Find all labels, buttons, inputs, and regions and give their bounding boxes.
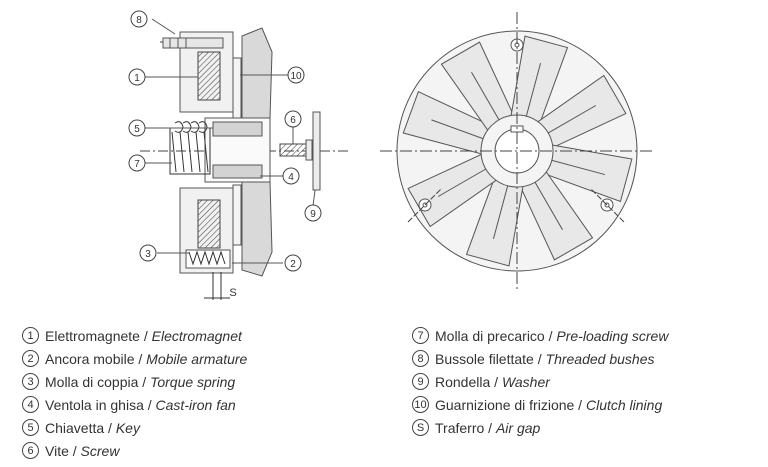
legend-italian: Ventola in ghisa xyxy=(45,396,144,413)
legend-item: 6 Vite / Screw xyxy=(22,439,247,462)
callout-8-label: 8 xyxy=(136,15,142,26)
callout-4 xyxy=(282,167,300,185)
legend-number: 7 xyxy=(412,327,429,344)
legend-number: S xyxy=(412,419,429,436)
legend-number: 8 xyxy=(412,350,429,367)
legend-english: Electromagnet xyxy=(151,327,242,344)
legend-number: 3 xyxy=(22,373,39,390)
callout-6 xyxy=(284,110,302,128)
callout-10-label: 10 xyxy=(290,71,302,82)
legend-italian: Elettromagnete xyxy=(45,327,140,344)
legend-english: Air gap xyxy=(495,419,541,436)
legend-number: 1 xyxy=(22,327,39,344)
legend-item: 5 Chiavetta / Key xyxy=(22,416,247,439)
callout-7-label: 7 xyxy=(134,159,140,170)
legend-italian: Guarnizione di frizione xyxy=(435,396,575,413)
screw-shape xyxy=(279,143,309,157)
legend-number: 10 xyxy=(412,396,429,413)
clutch-technical-diagram: 8 1 10 5 7 6 4 9 3 2 S xyxy=(128,10,655,300)
legend-english: Cast-iron fan xyxy=(155,396,236,413)
legend-italian: Molla di precarico xyxy=(435,327,545,344)
legend-item: 3 Molla di coppia / Torque spring xyxy=(22,370,247,393)
legend-english: Key xyxy=(115,419,140,436)
legend-left: 1 Elettromagnete / Electromagnet 2 Ancor… xyxy=(22,324,247,462)
legend-number: 5 xyxy=(22,419,39,436)
callout-2-label: 2 xyxy=(290,259,296,270)
callout-7 xyxy=(128,154,146,172)
legend-italian: Bussole filettate xyxy=(435,350,534,367)
legend-english: Mobile armature xyxy=(146,350,248,367)
callout-10 xyxy=(287,66,305,84)
legend-english: Torque spring xyxy=(150,373,236,390)
legend-right: 7 Molla di precarico / Pre-loading screw… xyxy=(412,324,668,439)
callout-8 xyxy=(130,10,148,28)
torque-spring-shape xyxy=(188,250,226,266)
callout-9-label: 9 xyxy=(310,209,316,220)
legend-number: 2 xyxy=(22,350,39,367)
callouts xyxy=(128,10,322,272)
legend-item: S Traferro / Air gap xyxy=(412,416,668,439)
legend-number: 9 xyxy=(412,373,429,390)
legend-item: 4 Ventola in ghisa / Cast-iron fan xyxy=(22,393,247,416)
legend-number: 4 xyxy=(22,396,39,413)
legend-english: Pre-loading screw xyxy=(556,327,669,344)
legend-english: Washer xyxy=(501,373,550,390)
legend-item: 10 Guarnizione di frizione / Clutch lini… xyxy=(412,393,668,416)
legend-italian: Molla di coppia xyxy=(45,373,139,390)
callout-3-label: 3 xyxy=(145,249,151,260)
legend-italian: Vite xyxy=(45,442,69,459)
legend-italian: Chiavetta xyxy=(45,419,105,436)
callout-1 xyxy=(128,68,146,86)
callout-3 xyxy=(139,244,157,262)
air-gap-label: S xyxy=(229,287,236,299)
electromagnet-coil-upper xyxy=(197,51,221,101)
callout-1-label: 1 xyxy=(134,73,140,84)
callout-4-label: 4 xyxy=(288,172,294,183)
legend-item: 8 Bussole filettate / Threaded bushes xyxy=(412,347,668,370)
front-view xyxy=(380,12,655,290)
callout-9 xyxy=(304,204,322,222)
legend-item: 9 Rondella / Washer xyxy=(412,370,668,393)
legend-italian: Rondella xyxy=(435,373,491,390)
callout-5 xyxy=(128,119,146,137)
legend-italian: Traferro xyxy=(435,419,485,436)
section-view xyxy=(140,18,350,300)
legend-english: Clutch lining xyxy=(585,396,663,413)
legend-item: 7 Molla di precarico / Pre-loading screw xyxy=(412,324,668,347)
legend-item: 1 Elettromagnete / Electromagnet xyxy=(22,324,247,347)
electromagnet-coil-lower xyxy=(197,199,221,249)
callout-5-label: 5 xyxy=(134,124,140,135)
callout-2 xyxy=(284,254,302,272)
legend-italian: Ancora mobile xyxy=(45,350,135,367)
legend-english: Threaded bushes xyxy=(545,350,655,367)
callout-6-label: 6 xyxy=(290,115,296,126)
legend-item: 2 Ancora mobile / Mobile armature xyxy=(22,347,247,370)
washer-shape xyxy=(312,111,321,191)
legend-english: Screw xyxy=(80,442,120,459)
legend-number: 6 xyxy=(22,442,39,459)
